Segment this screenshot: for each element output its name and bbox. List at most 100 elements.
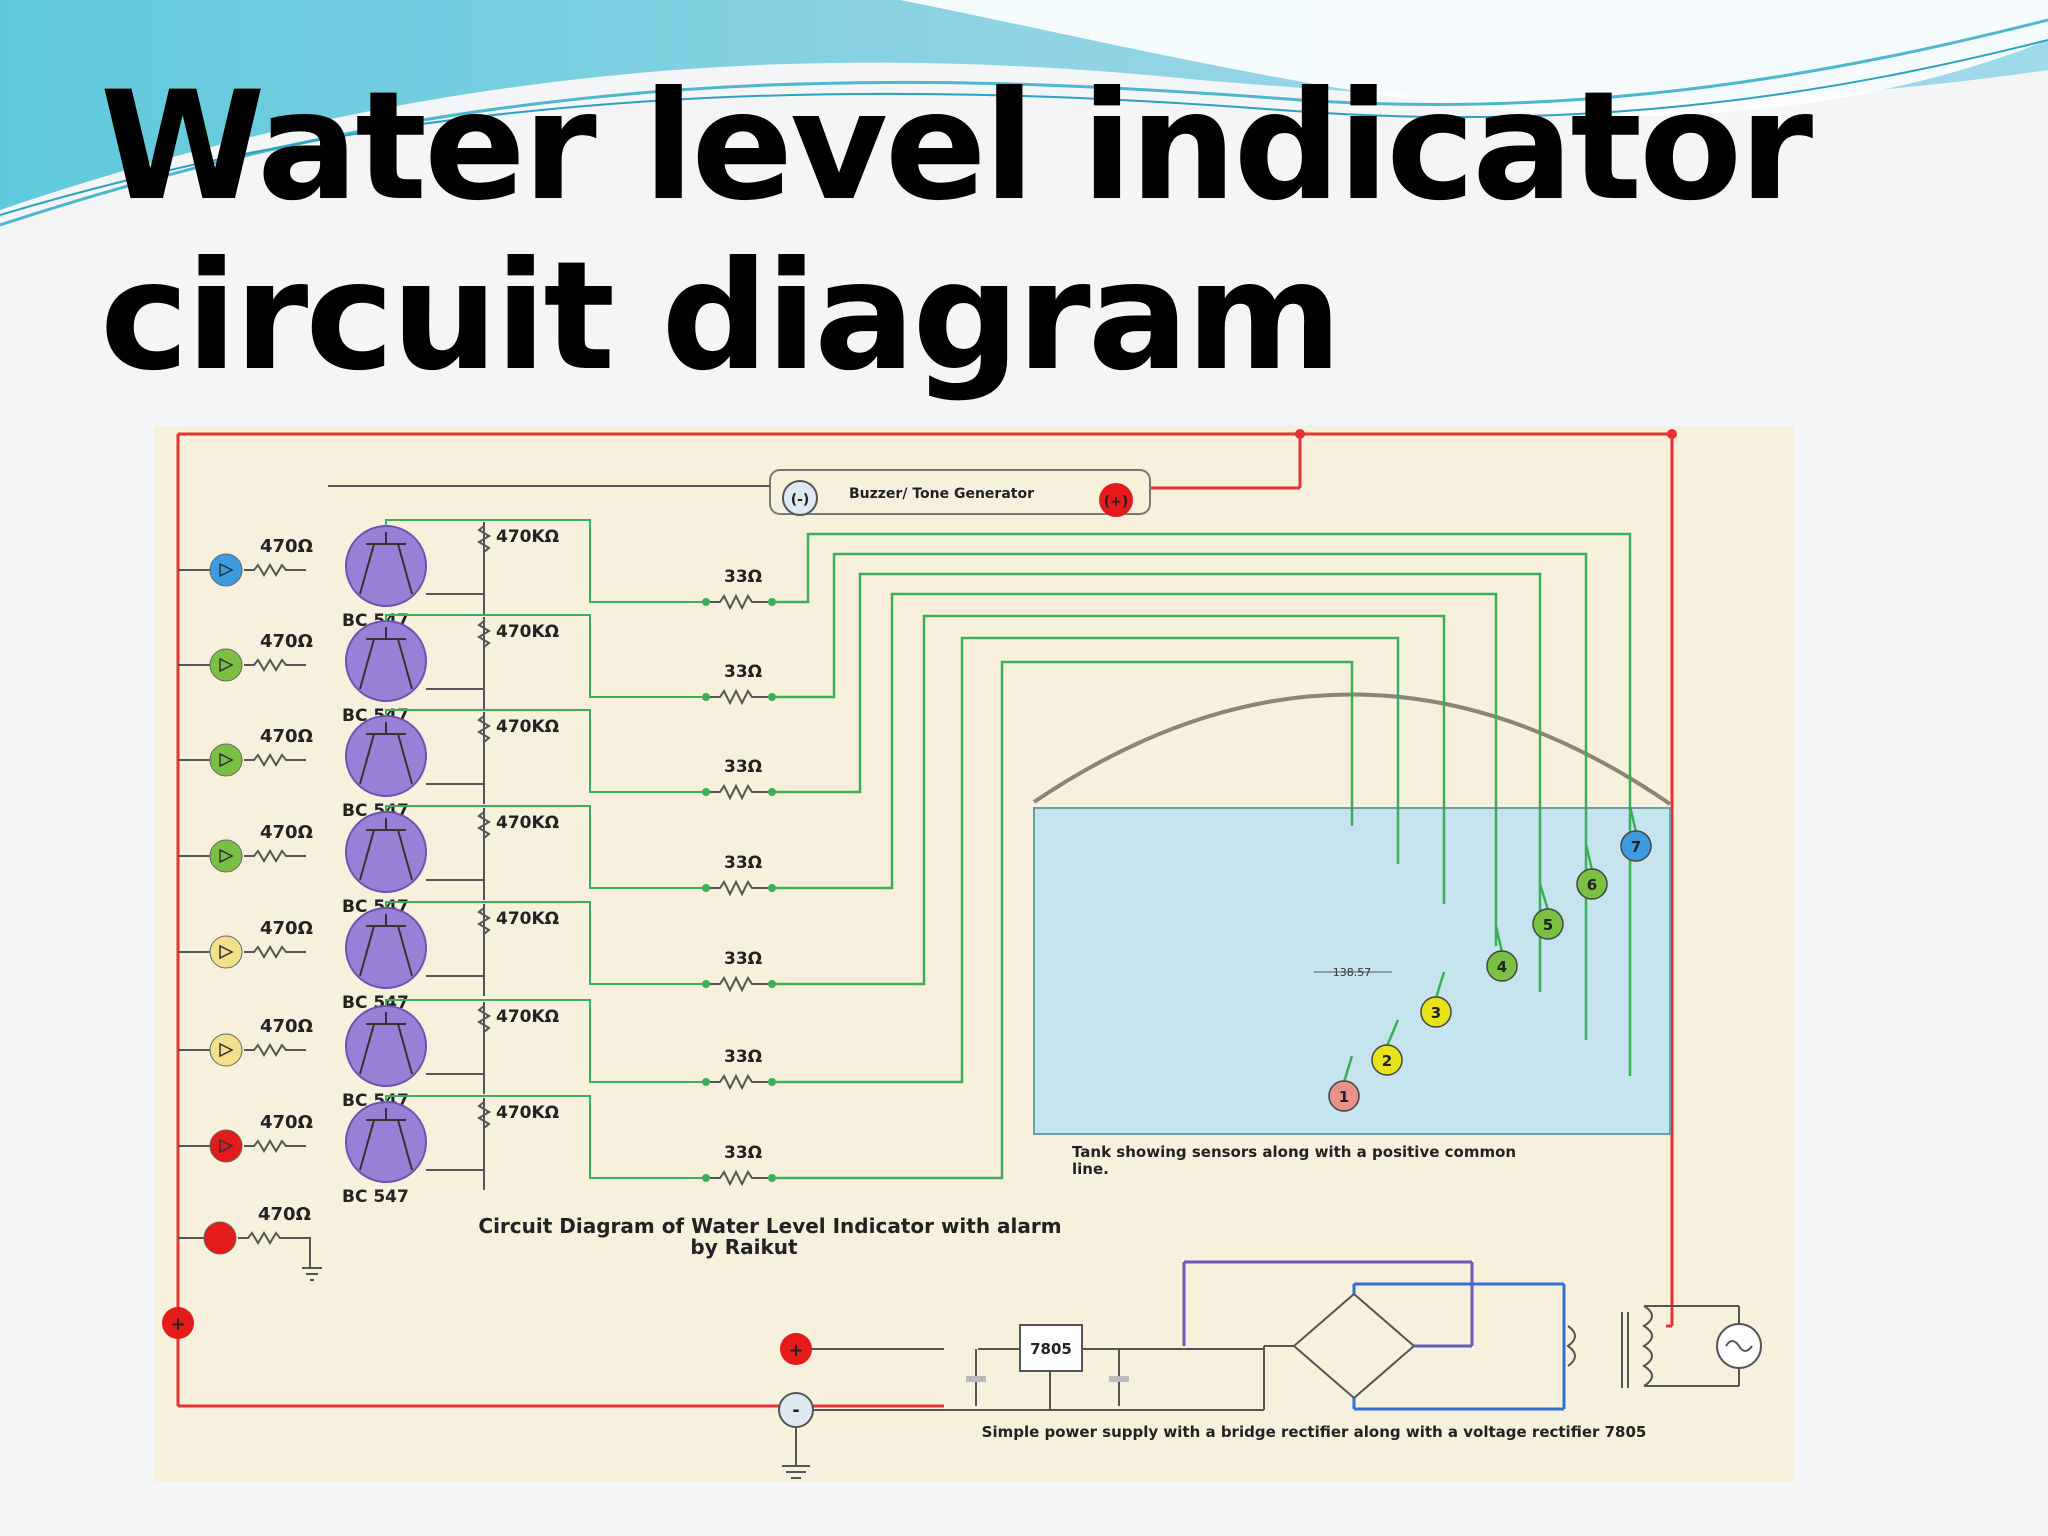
led-2 [209, 648, 243, 682]
led-resistor [244, 753, 306, 767]
signal-wire [385, 999, 706, 1083]
sensor-wire-2 [772, 552, 1588, 1040]
led-1 [209, 553, 243, 587]
positive-terminal [162, 1307, 194, 1339]
led-resistor [244, 563, 306, 577]
sensor-resistor [710, 688, 768, 706]
led-resistor-label: 470Ω [260, 918, 313, 939]
sensor-resistor [710, 879, 768, 897]
base-resistor-label: 470KΩ [496, 622, 559, 642]
signal-junction [702, 693, 710, 701]
led-resistor-label: 470Ω [260, 822, 313, 843]
supply-minus-label: - [792, 1400, 799, 1421]
led-5 [209, 935, 243, 969]
sensor-label-7: 7 [1631, 838, 1641, 856]
base-resistor-label: 470KΩ [496, 527, 559, 547]
base-resistor-label: 470KΩ [496, 909, 559, 929]
supply-plus-terminal [780, 1333, 812, 1365]
diagram-author: by Raikut [690, 1235, 798, 1259]
signal-junction [702, 788, 710, 796]
buzzer-minus-label: (-) [791, 492, 810, 508]
sensor-label-6: 6 [1587, 876, 1597, 894]
base-resistor [477, 1005, 491, 1033]
led-resistor-label: 470Ω [260, 631, 313, 652]
ground-icon [302, 1267, 322, 1281]
sensor-lead-3 [1434, 971, 1446, 999]
led-6 [209, 1033, 243, 1067]
base-resistor [477, 907, 491, 935]
signal-wire [385, 519, 706, 603]
sensor-wires [772, 532, 1632, 1180]
diode-symbol-icon [219, 944, 234, 960]
base-resistor [477, 620, 491, 648]
sensor-resistor-label: 33Ω [724, 1047, 762, 1067]
transistor-leads [359, 914, 413, 977]
buzzer: (-) Buzzer/ Tone Generator (+) [769, 469, 1151, 517]
sensor-resistor-label: 33Ω [724, 853, 762, 873]
led-resistor [244, 1043, 306, 1057]
junction-dot [1295, 429, 1305, 439]
sensor-wire-7 [772, 660, 1354, 1180]
led-resistor-label: 470Ω [258, 1204, 311, 1225]
diode-symbol-icon [219, 848, 234, 864]
sensor-label-2: 2 [1382, 1052, 1392, 1070]
sensor-4 [1486, 950, 1518, 982]
transformer [1566, 1305, 1740, 1388]
buzzer-plus-terminal [1099, 483, 1133, 517]
transistor-leads [359, 532, 413, 595]
signal-wire [385, 709, 706, 793]
led-resistor-label: 470Ω [260, 536, 313, 557]
sensor-lead-6 [1584, 843, 1594, 871]
led-resistor [244, 849, 306, 863]
sensor-label-5: 5 [1543, 916, 1553, 934]
base-resistor [477, 715, 491, 743]
transistor-leads [359, 627, 413, 690]
sensor-2 [1371, 1044, 1403, 1076]
sensor-resistor-label: 33Ω [724, 567, 762, 587]
led-resistor [238, 1231, 311, 1268]
water-tank: 138.57 [1032, 692, 1672, 1135]
signal-junction [702, 1078, 710, 1086]
regulator-7805 [1019, 1324, 1083, 1372]
sensor-lead-4 [1494, 925, 1504, 953]
transistor-leads [359, 1108, 413, 1171]
base-resistor-label: 470KΩ [496, 1007, 559, 1027]
signal-junction [702, 884, 710, 892]
junction-dot [1667, 429, 1677, 439]
base-resistor-label: 470KΩ [496, 1103, 559, 1123]
diagram-caption: Circuit Diagram of Water Level Indicator… [478, 1214, 1061, 1238]
base-resistor-label: 470KΩ [496, 717, 559, 737]
diode-symbol-icon [219, 752, 234, 768]
positive-terminal-label: + [170, 1314, 185, 1335]
supply-minus-terminal [778, 1392, 814, 1428]
led-resistor [244, 1139, 306, 1153]
signal-junction [702, 598, 710, 606]
sensor-lead-7 [1628, 805, 1638, 833]
sensor-resistor-label: 33Ω [724, 757, 762, 777]
led-resistor-label: 470Ω [260, 726, 313, 747]
capacitor-2 [1109, 1376, 1129, 1382]
led-resistor [244, 658, 306, 672]
sensor-wire-3 [772, 572, 1542, 992]
led-7 [209, 1129, 243, 1163]
transistor-leads [359, 722, 413, 785]
sensor-resistor-label: 33Ω [724, 1143, 762, 1163]
signal-wire [385, 614, 706, 698]
buzzer-minus-terminal [782, 480, 818, 516]
page-title: Water level indicator circuit diagram [100, 62, 1813, 402]
led-4 [209, 839, 243, 873]
sensor-5 [1532, 908, 1564, 940]
alarm-led-stage: 470Ω [178, 1204, 322, 1281]
power-caption: Simple power supply with a bridge rectif… [982, 1423, 1647, 1441]
sensor-lead-5 [1538, 883, 1550, 911]
led-8 [203, 1221, 237, 1255]
sensor-resistor-label: 33Ω [724, 662, 762, 682]
tank-caption-line-1: Tank showing sensors along with a positi… [1072, 1143, 1516, 1161]
diode-symbol-icon [219, 1042, 234, 1058]
